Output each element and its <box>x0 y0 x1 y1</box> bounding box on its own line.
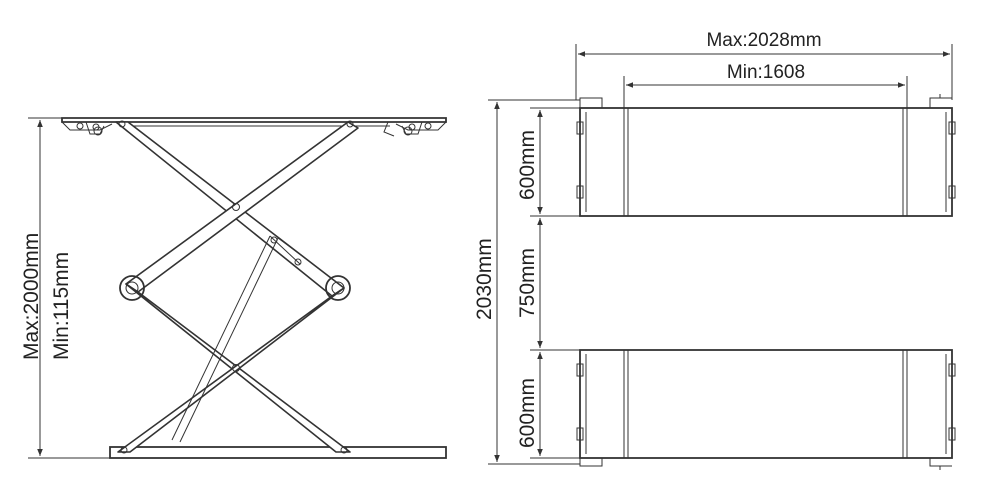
width-dimensions: Max:2028mm Min:1608 <box>575 30 953 108</box>
top-platform <box>61 117 447 137</box>
lower-scissor-arms <box>117 283 351 453</box>
side-view-lift: Max:2000mm Min:115mm <box>20 117 447 459</box>
upper-platform <box>576 94 956 217</box>
length-dimensions: 2030mm 600mm 750mm 600mm <box>473 99 580 465</box>
platform-bottom-width-label: 600mm <box>516 378 539 448</box>
gap-width-label: 750mm <box>516 248 539 318</box>
upper-scissor-arms <box>115 121 359 297</box>
platform-top-width-label: 600mm <box>516 130 539 200</box>
hydraulic-cylinder <box>171 235 306 443</box>
pivot-joints <box>118 120 354 454</box>
width-min-label: Min:1608 <box>727 62 805 83</box>
lower-platform <box>576 349 956 470</box>
height-min-label: Min:115mm <box>50 252 73 360</box>
width-max-label: Max:2028mm <box>706 30 821 51</box>
height-max-label: Max:2000mm <box>20 233 43 360</box>
height-dimension: Max:2000mm Min:115mm <box>20 117 110 459</box>
total-length-label: 2030mm <box>473 238 496 320</box>
base-plate <box>109 446 447 459</box>
top-view-platforms: Max:2028mm Min:1608 2030mm 600mm 750mm 6… <box>473 30 956 470</box>
